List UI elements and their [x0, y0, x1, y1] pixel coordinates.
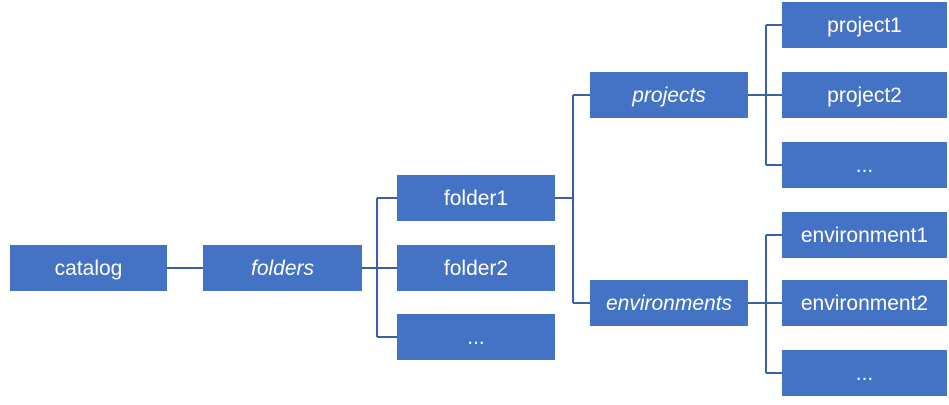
node-folders-ellipsis: ... [397, 314, 555, 360]
node-project1: project1 [782, 2, 947, 48]
node-folder1: folder1 [397, 175, 555, 221]
node-environment2: environment2 [782, 280, 947, 326]
node-folder2: folder2 [397, 245, 555, 291]
node-environments: environments [590, 280, 748, 326]
node-project2: project2 [782, 72, 947, 118]
node-environments-ellipsis: ... [782, 350, 947, 396]
node-projects: projects [590, 72, 748, 118]
node-projects-ellipsis: ... [782, 142, 947, 188]
node-folders: folders [203, 245, 362, 291]
node-environment1: environment1 [782, 212, 947, 258]
node-catalog: catalog [10, 245, 167, 291]
